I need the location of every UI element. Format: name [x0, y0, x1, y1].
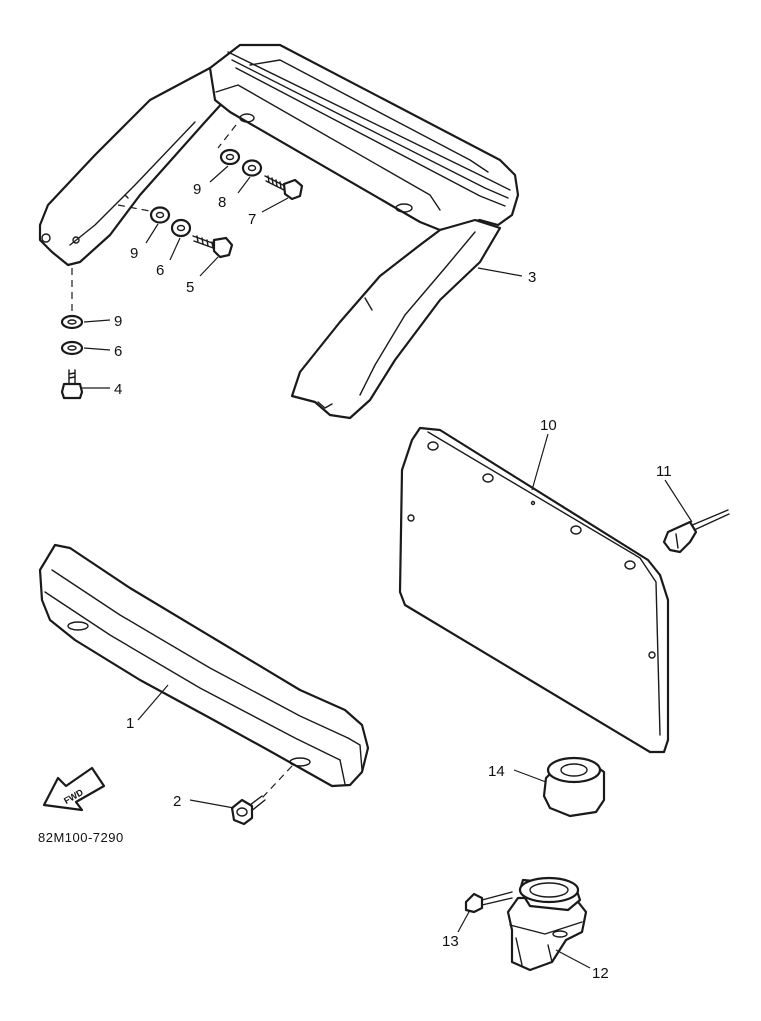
- callout-9-mid: 9: [130, 245, 138, 262]
- washer-9-lower: [60, 314, 84, 330]
- lock-washer-6-mid: [170, 218, 192, 238]
- callout-3: 3: [528, 269, 536, 286]
- forward-arrow-icon: FWD: [42, 766, 106, 812]
- washer-9-mid: [149, 206, 171, 224]
- callout-2: 2: [173, 793, 181, 810]
- callout-6-mid: 6: [156, 262, 164, 279]
- screw-2: [230, 795, 266, 826]
- license-plate: [398, 426, 670, 754]
- screw-13: [464, 891, 513, 914]
- rear-cover: [38, 543, 370, 788]
- bolt-5: [192, 235, 234, 259]
- callout-11: 11: [656, 463, 672, 480]
- callout-9-upper: 9: [193, 181, 201, 198]
- bolt-7: [264, 175, 304, 201]
- callout-12: 12: [592, 965, 609, 982]
- lock-washer-8: [241, 159, 263, 177]
- diagram-code: 82M100-7290: [38, 830, 124, 845]
- callout-5: 5: [186, 279, 194, 296]
- socket-12: [506, 876, 588, 972]
- callout-1: 1: [126, 715, 134, 732]
- callout-labels: 1 2 3 4 5 6 6 7 8 9 9 9 10 11 12 13 14: [114, 181, 672, 982]
- callout-6-lower: 6: [114, 343, 122, 360]
- grommet-14: [542, 756, 606, 818]
- callout-8: 8: [218, 194, 226, 211]
- washer-9-upper: [219, 148, 241, 166]
- carrier-frame: [38, 43, 520, 420]
- bolt-4: [60, 369, 84, 400]
- callout-14: 14: [488, 763, 505, 780]
- callout-4: 4: [114, 381, 122, 398]
- callout-9-lower: 9: [114, 313, 122, 330]
- callout-10: 10: [540, 417, 557, 434]
- lock-washer-6-lower: [60, 340, 84, 356]
- callout-13: 13: [442, 933, 459, 950]
- rivet-11: [662, 509, 730, 554]
- callout-7: 7: [248, 211, 256, 228]
